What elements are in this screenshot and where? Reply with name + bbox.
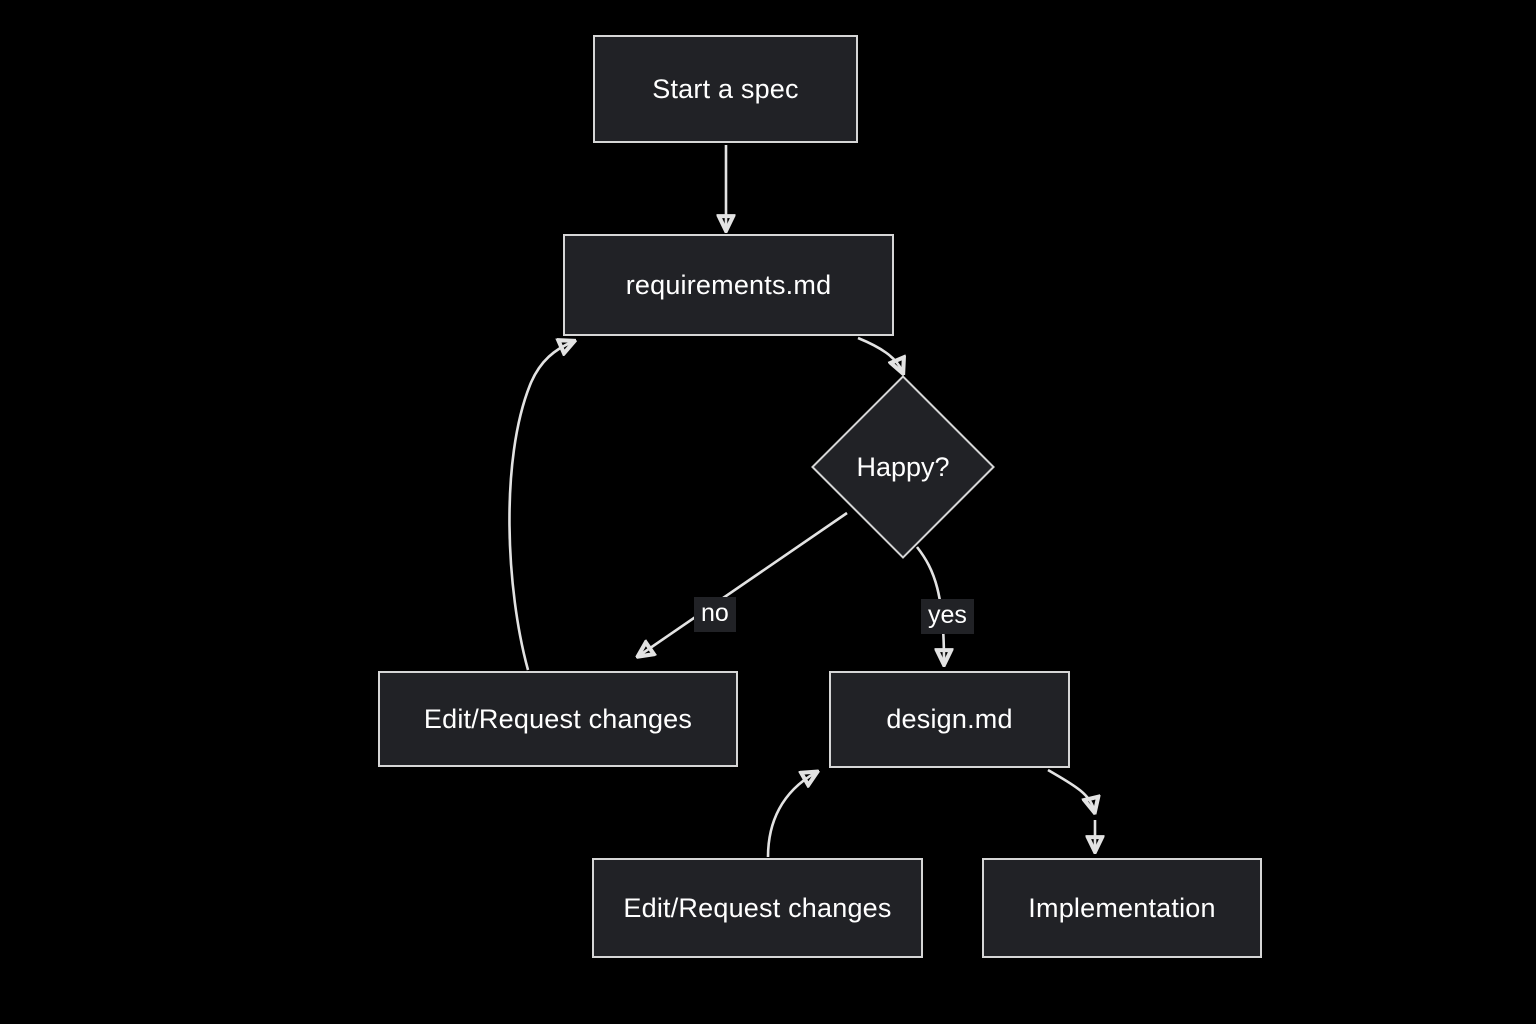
node-design-md: design.md <box>829 671 1070 768</box>
node-implementation: Implementation <box>982 858 1262 958</box>
edge-edit-request-1-to-requirements <box>508 342 572 671</box>
edge-design-to-implementation-upper <box>1047 768 1094 810</box>
node-happy-decision-label: Happy? <box>856 451 950 482</box>
edge-label-no: no <box>694 597 736 632</box>
edge-edit-request-2-to-design <box>766 773 815 858</box>
edge-happy-to-edit-request-1-no <box>640 511 848 655</box>
node-edit-request-changes-requirements: Edit/Request changes <box>378 671 738 767</box>
edge-requirements-to-happy <box>857 336 902 371</box>
node-start-a-spec: Start a spec <box>593 35 858 143</box>
edge-happy-to-design-yes <box>915 546 944 662</box>
node-edit-request-changes-design: Edit/Request changes <box>592 858 923 958</box>
node-requirements-md: requirements.md <box>563 234 894 336</box>
edge-label-yes: yes <box>921 599 974 634</box>
